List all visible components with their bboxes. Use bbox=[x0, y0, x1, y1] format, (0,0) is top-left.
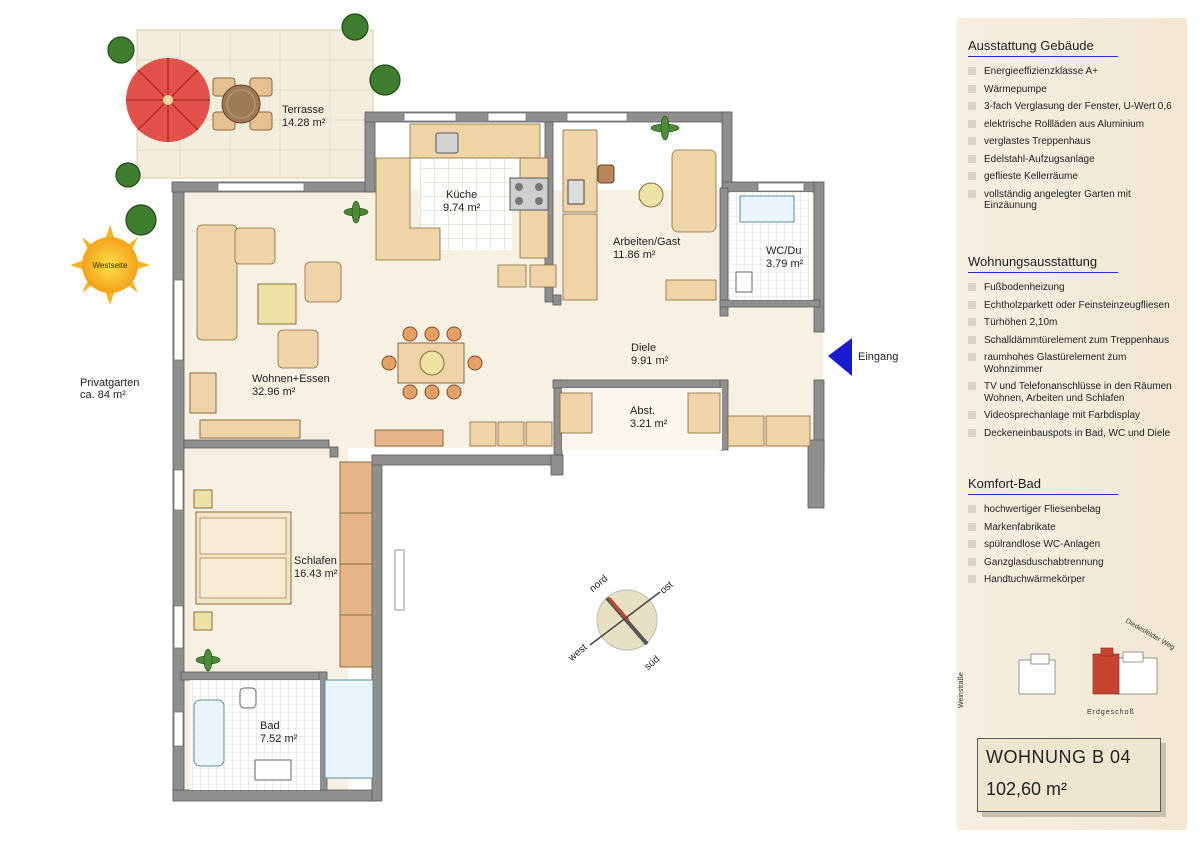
list-item: elektrische Rollläden aus Aluminium bbox=[968, 119, 1178, 131]
list-item: Schalldämmtürelement zum Treppenhaus bbox=[968, 335, 1178, 347]
terrace-table-icon bbox=[212, 77, 273, 131]
section-apartment: Wohnungsausstattung Fußbodenheizung Echt… bbox=[968, 254, 1178, 445]
section-building: Ausstattung Gebäude Energieeffizienzklas… bbox=[968, 38, 1178, 218]
list-item: vollständig angelegter Garten mit Einzäu… bbox=[968, 189, 1178, 212]
list-item: hochwertiger Fliesenbelag bbox=[968, 504, 1178, 516]
hall-label: Diele bbox=[631, 342, 656, 354]
garden-label: Privatgarten bbox=[80, 377, 139, 389]
entrance-label: Eingang bbox=[858, 351, 898, 363]
compass-north: nord bbox=[588, 573, 610, 594]
list-item: Wärmepumpe bbox=[968, 84, 1178, 96]
nightstand-icon bbox=[193, 489, 213, 509]
tv-board-icon bbox=[199, 419, 301, 439]
laptop-icon bbox=[567, 179, 585, 205]
living-area: 32.96 m² bbox=[252, 386, 296, 398]
list-item: Ganzglasduschabtrennung bbox=[968, 557, 1178, 569]
sink-icon bbox=[435, 132, 459, 154]
compass-east: ost bbox=[658, 579, 675, 596]
office-chair-icon bbox=[597, 164, 615, 184]
section-title: Wohnungsausstattung bbox=[968, 254, 1118, 273]
bedroom-area: 16.43 m² bbox=[294, 568, 338, 580]
storage-units bbox=[469, 421, 553, 447]
list-item: Deckeneinbauspots in Bad, WC und Diele bbox=[968, 428, 1178, 440]
kitchen-label: Küche bbox=[446, 189, 477, 201]
storage-label: Abst. bbox=[630, 405, 655, 417]
storage-shelves bbox=[559, 392, 721, 434]
storage-area: 3.21 m² bbox=[630, 418, 668, 430]
stove-icon bbox=[509, 177, 549, 211]
terrace-area: 14.28 m² bbox=[282, 117, 326, 129]
office-area: 11.86 m² bbox=[613, 249, 656, 261]
list-item: geflieste Kellerräume bbox=[968, 171, 1178, 183]
bench-icon bbox=[374, 429, 444, 447]
list-item: Edelstahl-Aufzugsanlage bbox=[968, 154, 1178, 166]
section-bath: Komfort-Bad hochwertiger Fliesenbelag Ma… bbox=[968, 476, 1178, 592]
list-item: Markenfabrikate bbox=[968, 522, 1178, 534]
sun-label: Westseite bbox=[93, 261, 129, 270]
floor-plan: Terrasse 14.28 m² Westseite Privatgarten… bbox=[70, 13, 898, 802]
list-item: Energieeffizienzklasse A+ bbox=[968, 66, 1178, 78]
compass-west: west bbox=[566, 642, 590, 664]
windows bbox=[173, 112, 805, 747]
wc-area: 3.79 m² bbox=[766, 258, 804, 270]
equipment-panel: Ausstattung Gebäude Energieeffizienzklas… bbox=[957, 18, 1187, 830]
dining-table-icon bbox=[381, 326, 483, 400]
sofa-icon bbox=[196, 224, 342, 369]
sun-icon: Westseite bbox=[70, 225, 150, 305]
floor-label: Erdgeschoß bbox=[1087, 709, 1135, 716]
feature-list: hochwertiger Fliesenbelag Markenfabrikat… bbox=[968, 504, 1178, 586]
coffee-table-icon bbox=[257, 283, 297, 325]
bathtub-icon bbox=[193, 699, 225, 767]
list-item: Türhöhen 2,10m bbox=[968, 317, 1178, 329]
list-item: TV und Telefonanschlüsse in den Räumen W… bbox=[968, 381, 1178, 404]
feature-list: Energieeffizienzklasse A+ Wärmepumpe 3-f… bbox=[968, 66, 1178, 212]
sideboard-icon bbox=[189, 372, 217, 414]
bedroom-label: Schlafen bbox=[294, 555, 337, 567]
section-title: Ausstattung Gebäude bbox=[968, 38, 1118, 57]
bed-icon bbox=[195, 511, 292, 605]
compass-icon: nord ost west süd bbox=[566, 573, 676, 672]
kitchen-counter bbox=[375, 123, 557, 288]
wc-label: WC/Du bbox=[766, 245, 801, 257]
list-item: Handtuchwärmekörper bbox=[968, 574, 1178, 586]
bath-area: 7.52 m² bbox=[260, 733, 298, 745]
parasol-icon bbox=[126, 58, 210, 142]
list-item: Videosprechanlage mit Farbdisplay bbox=[968, 410, 1178, 422]
feature-list: Fußbodenheizung Echtholzparkett oder Fei… bbox=[968, 282, 1178, 439]
wc-sink-icon bbox=[735, 271, 753, 293]
bath-sink-icon bbox=[254, 759, 292, 781]
compass-south: süd bbox=[643, 654, 662, 673]
list-item: verglastes Treppenhaus bbox=[968, 136, 1178, 148]
office-label: Arbeiten/Gast bbox=[613, 236, 680, 248]
hall-area: 9.91 m² bbox=[631, 355, 669, 367]
unit-title: WOHNUNG B 04 bbox=[986, 747, 1132, 767]
list-item: Fußbodenheizung bbox=[968, 282, 1178, 294]
list-item: raumhohes Glastürelement zum Wohnzimmer bbox=[968, 352, 1178, 375]
hall-furniture bbox=[727, 415, 811, 447]
nightstand-icon-2 bbox=[193, 611, 213, 631]
garden-area: ca. 84 m² bbox=[80, 389, 126, 401]
list-item: Echtholzparkett oder Feinsteinzeugfliese… bbox=[968, 300, 1178, 312]
wc-shower-icon bbox=[739, 195, 795, 223]
street-weinstrasse: Weinstraße bbox=[958, 672, 965, 708]
building-outline bbox=[1018, 651, 1158, 695]
unit-box: WOHNUNG B 04 102,60 m² bbox=[977, 738, 1161, 812]
bath-label: Bad bbox=[260, 720, 280, 732]
kitchen-area: 9.74 m² bbox=[443, 202, 481, 214]
list-item: spülrandlose WC-Anlagen bbox=[968, 539, 1178, 551]
shower-icon bbox=[324, 679, 374, 779]
toilet-icon bbox=[239, 687, 257, 709]
list-item: 3-fach Verglasung der Fenster, U-Wert 0,… bbox=[968, 101, 1178, 113]
side-table-icon bbox=[638, 182, 664, 208]
section-title: Komfort-Bad bbox=[968, 476, 1118, 495]
highlighted-unit bbox=[1092, 647, 1120, 695]
site-plan: Weinstraße Diedesfelder Weg Erdgeschoß bbox=[958, 618, 1176, 716]
street-diedesfelder: Diedesfelder Weg bbox=[1124, 618, 1176, 652]
unit-area: 102,60 m² bbox=[986, 779, 1068, 799]
terrace-label: Terrasse bbox=[282, 104, 324, 116]
entrance-arrow-icon bbox=[828, 338, 852, 376]
bush-icons bbox=[107, 13, 401, 236]
wardrobe-doors bbox=[340, 512, 372, 616]
living-label: Wohnen+Essen bbox=[252, 373, 330, 385]
